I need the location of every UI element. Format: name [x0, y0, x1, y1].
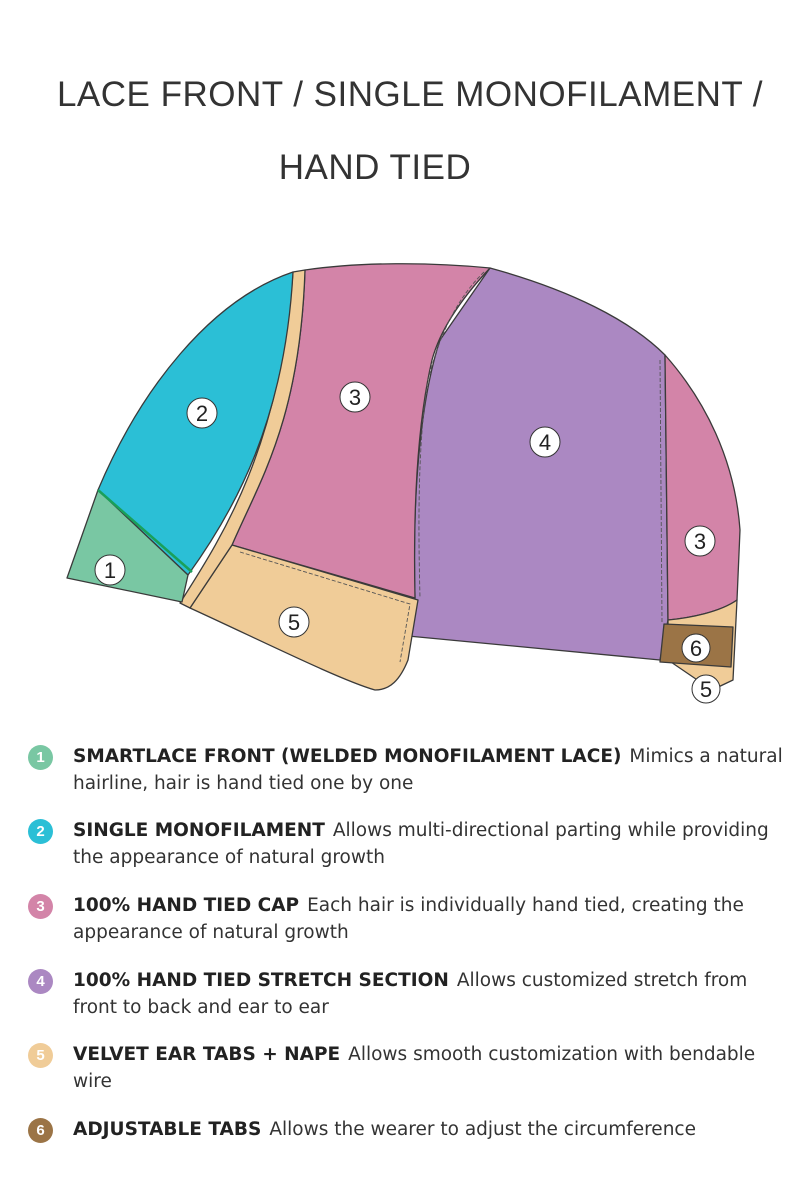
legend-badge: 1	[28, 745, 53, 770]
legend-heading: VELVET EAR TABS + NAPE	[73, 1044, 341, 1065]
legend-desc: Mimics a natural hairline, hair is hand …	[73, 746, 783, 794]
legend-badge: 3	[28, 894, 53, 919]
label-5a: 5	[278, 606, 310, 638]
title-line-1: LACE FRONT / SINGLE MONOFILAMENT /	[56, 75, 764, 114]
legend-heading: 100% HAND TIED CAP	[73, 895, 300, 916]
legend-desc: Allows the wearer to adjust the circumfe…	[269, 1119, 696, 1140]
legend-heading: ADJUSTABLE TABS	[73, 1119, 262, 1140]
legend-badge: 5	[28, 1043, 53, 1068]
label-1: 1	[94, 554, 126, 586]
label-2: 2	[186, 397, 218, 429]
legend-desc: Each hair is individually hand tied, cre…	[73, 895, 744, 943]
svg-text:1: 1	[104, 558, 116, 583]
svg-text:5: 5	[288, 610, 300, 635]
legend-desc: Allows smooth customization with bendabl…	[73, 1044, 756, 1092]
legend-desc: Allows customized stretch from front to …	[73, 970, 748, 1018]
svg-text:5: 5	[700, 677, 712, 702]
zone-3-back	[664, 354, 741, 621]
legend-item-1: 1 SMARTLACE FRONT (WELDED MONOFILAMENT L…	[28, 743, 788, 797]
title-line-2: HAND TIED	[278, 148, 472, 187]
svg-text:2: 2	[196, 401, 208, 426]
svg-text:3: 3	[694, 529, 706, 554]
label-4: 4	[529, 426, 561, 458]
label-3b: 3	[684, 525, 716, 557]
legend-badge: 4	[28, 969, 53, 994]
legend-badge: 6	[28, 1118, 53, 1143]
label-3a: 3	[339, 381, 371, 413]
legend-item-6: 6 ADJUSTABLE TABS Allows the wearer to ad…	[28, 1116, 788, 1143]
legend-heading: 100% HAND TIED STRETCH SECTION	[73, 970, 449, 991]
legend-desc: Allows multi-directional parting while p…	[73, 820, 769, 868]
svg-text:3: 3	[349, 385, 361, 410]
label-5b: 5	[691, 674, 721, 704]
svg-text:4: 4	[539, 430, 551, 455]
legend-heading: SINGLE MONOFILAMENT	[73, 820, 325, 841]
legend-badge: 2	[28, 819, 53, 844]
svg-text:6: 6	[690, 636, 702, 661]
wig-cap-diagram: 1 2 3 4 3 5 6 5	[66, 263, 741, 704]
legend-heading: SMARTLACE FRONT (WELDED MONOFILAMENT LAC…	[73, 746, 622, 767]
label-6: 6	[681, 633, 711, 663]
zone-4-stretch	[407, 267, 669, 661]
